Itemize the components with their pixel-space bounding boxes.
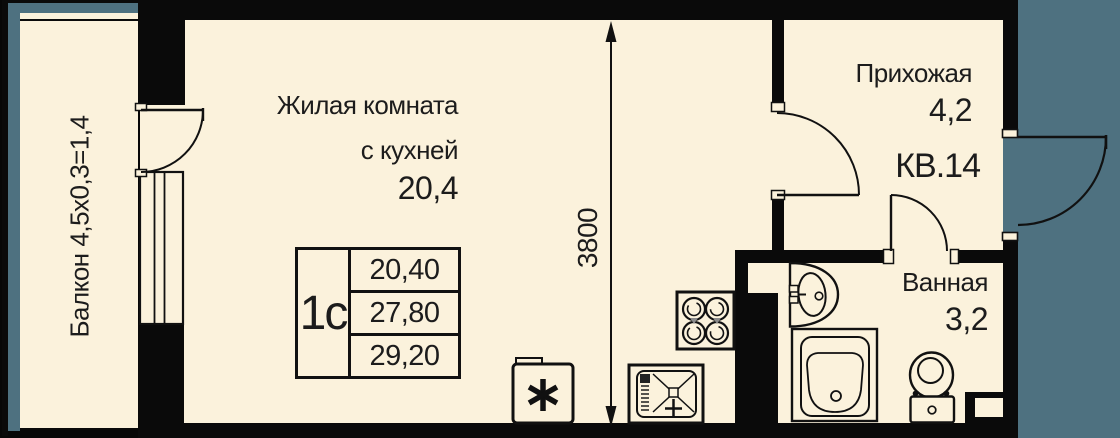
wall-top [138,0,1018,20]
wall-bathroom-top-left [735,250,887,263]
balcony-face-line [20,19,138,21]
duct-shaft [975,398,1003,417]
stamp-area: 27,80 [351,290,458,336]
balcony-bottom-line [20,428,138,430]
balcony-outer-wall-top [2,0,138,3]
balcony-floor [20,13,138,430]
dimension-value: 3800 [572,207,603,269]
wall-pier-bottom-left [138,324,184,431]
outside-area-right [1018,0,1120,438]
hallway-area: 4,2 [929,92,972,128]
wall-bathroom-left [735,250,748,425]
living-room-label-line1: Жилая комната [276,90,459,120]
hallway-label: Прихожая [855,58,973,88]
stamp-layout-code: 1с [298,250,351,376]
wall-partition-upper [772,20,784,104]
apartment-number: КВ.14 [895,147,981,185]
balcony-parapet-top [8,3,138,13]
wall-bathroom-left-wide [748,293,778,425]
entrance-opening [1003,131,1018,237]
balcony-parapet-left [8,2,20,431]
living-room-label-line2: с кухней [360,135,459,165]
wall-partition-lower [772,199,784,252]
balcony-outer-wall-left [2,0,8,436]
area-stamp-table: 1с 20,40 27,80 29,20 [295,247,461,379]
wall-right-lower [1003,237,1018,438]
wall-bottom [138,423,1018,438]
balcony-label: Балкон 4,5х0,3=1,4 [64,115,95,338]
living-room-area: 20,4 [397,170,459,206]
bathroom-area: 3,2 [945,301,988,337]
bathroom-label: Ванная [901,267,989,297]
stamp-values: 20,40 27,80 29,20 [351,250,458,376]
stamp-total-area: 29,20 [369,339,440,372]
wall-pier-top-left [138,13,185,105]
wall-bathroom-top-right [958,250,1005,263]
wall-right-upper [1003,0,1018,133]
stamp-living-area: 20,40 [369,253,440,286]
